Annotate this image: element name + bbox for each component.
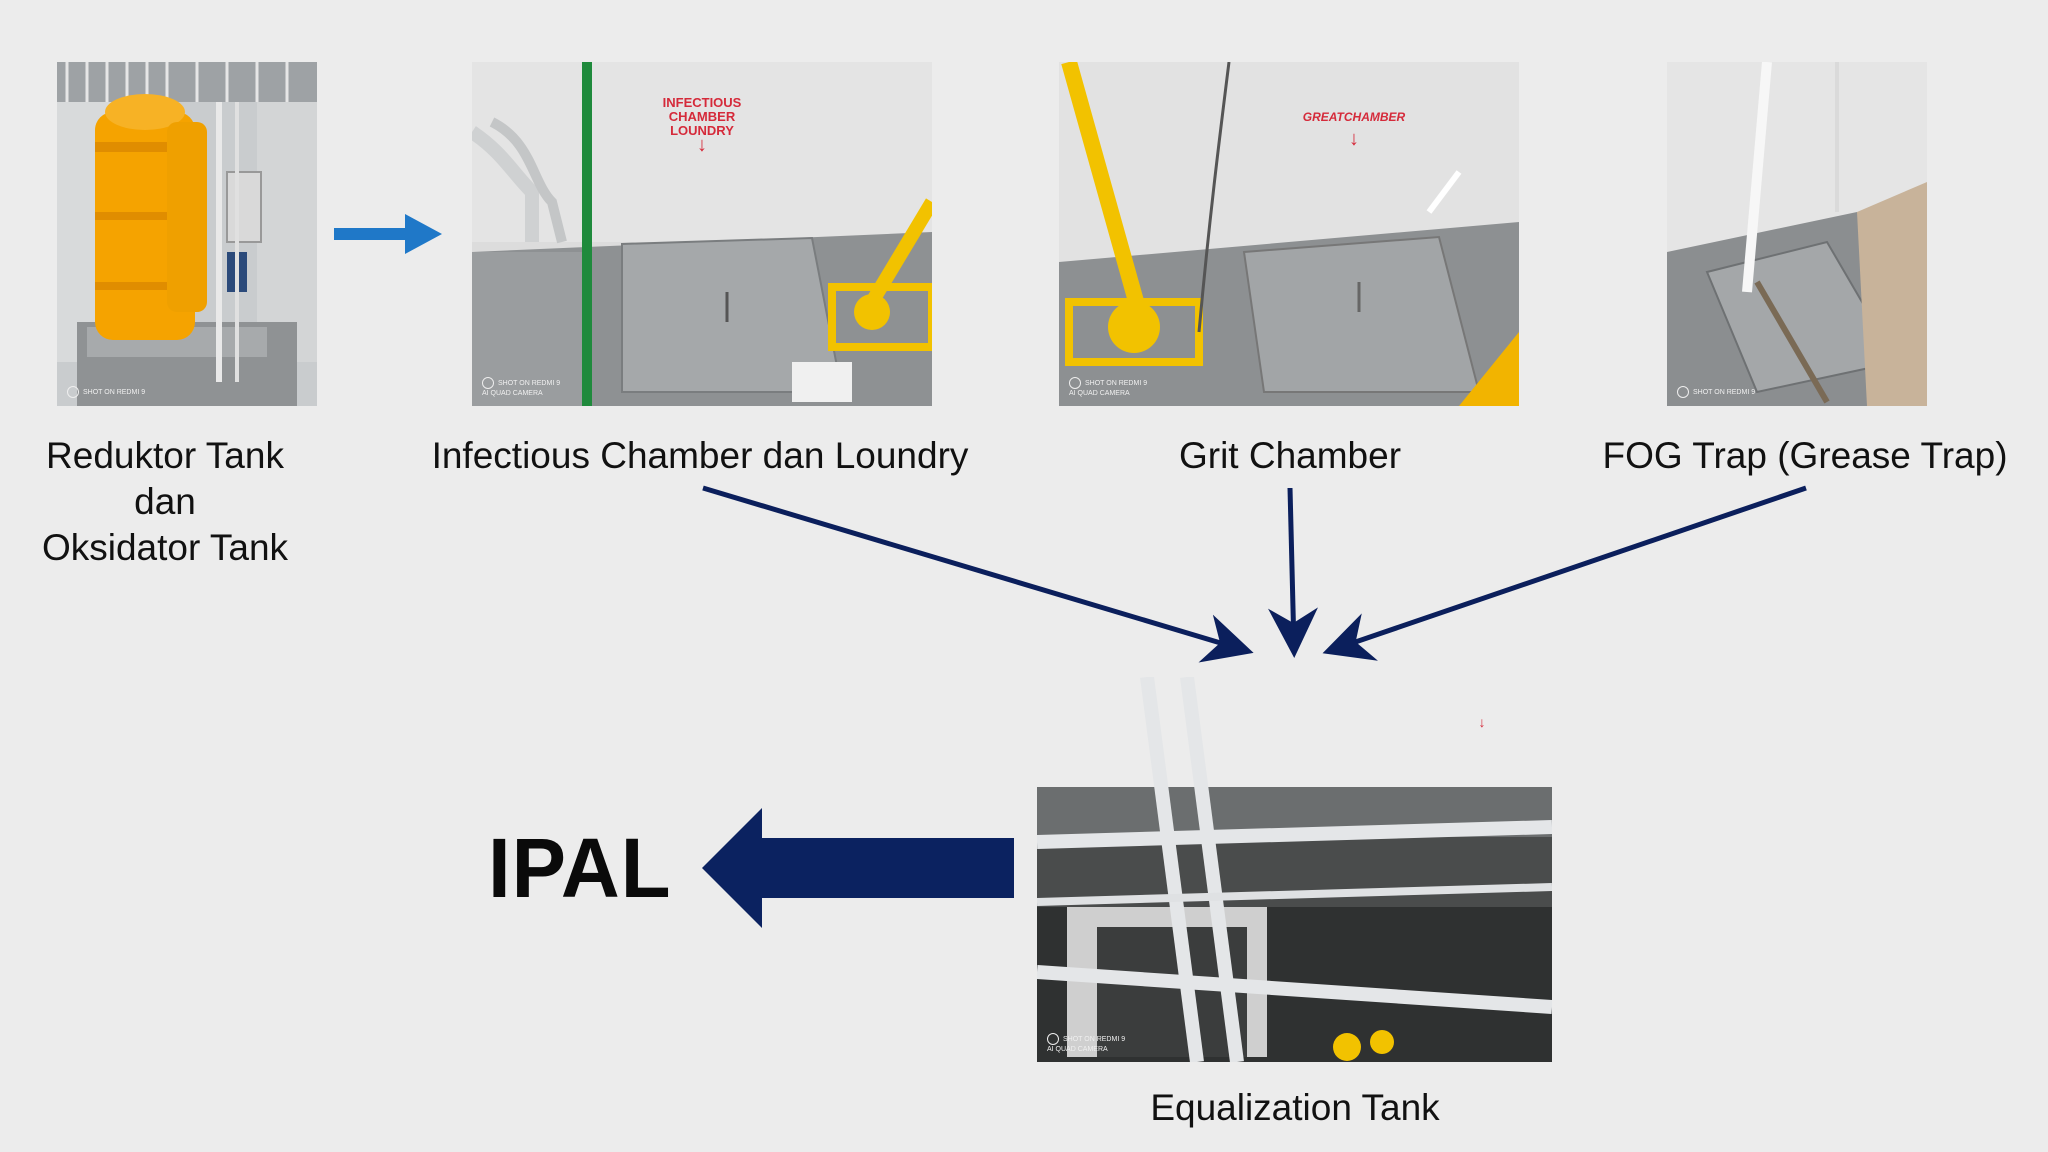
caption-line: Reduktor Tank bbox=[46, 435, 284, 476]
photo-watermark: SHOT ON REDMI 9 bbox=[67, 386, 145, 398]
reduktor-tank-caption: Reduktor Tank dan Oksidator Tank bbox=[20, 433, 310, 571]
arrow-infectious-to-equalization bbox=[702, 485, 1254, 663]
infectious-chamber-caption: Infectious Chamber dan Loundry bbox=[431, 435, 969, 476]
reduktor-tank-photo: SHOT ON REDMI 9 bbox=[57, 62, 317, 406]
caption-line: Oksidator Tank bbox=[41, 527, 289, 568]
caption-line: dan bbox=[134, 481, 196, 522]
grit-chamber-sign: GREATCHAMBER ↓ bbox=[1302, 110, 1406, 150]
ipal-label: IPAL bbox=[488, 821, 672, 915]
infectious-chamber-sign: INFECTIOUS CHAMBER LOUNDRY ↓ bbox=[662, 95, 742, 156]
equalization-tank-sign: ↓ bbox=[1478, 714, 1486, 730]
arrow-reduktor-to-infectious bbox=[334, 214, 442, 254]
grit-chamber-caption: Grit Chamber bbox=[1178, 435, 1402, 476]
photo-watermark: SHOT ON REDMI 9 bbox=[1677, 386, 1755, 398]
equalization-tank-caption: Equalization Tank bbox=[1150, 1087, 1440, 1128]
arrow-fog-to-equalization bbox=[1322, 485, 1807, 661]
arrow-equalization-to-ipal bbox=[702, 808, 1014, 928]
fog-trap-caption: FOG Trap (Grease Trap) bbox=[1602, 435, 2008, 476]
infectious-chamber-photo: INFECTIOUS CHAMBER LOUNDRY ↓ SHOT ON RED… bbox=[472, 62, 932, 406]
arrow-grit-to-equalization bbox=[1268, 487, 1318, 658]
fog-trap-photo: SHOT ON REDMI 9 bbox=[1667, 62, 1927, 406]
